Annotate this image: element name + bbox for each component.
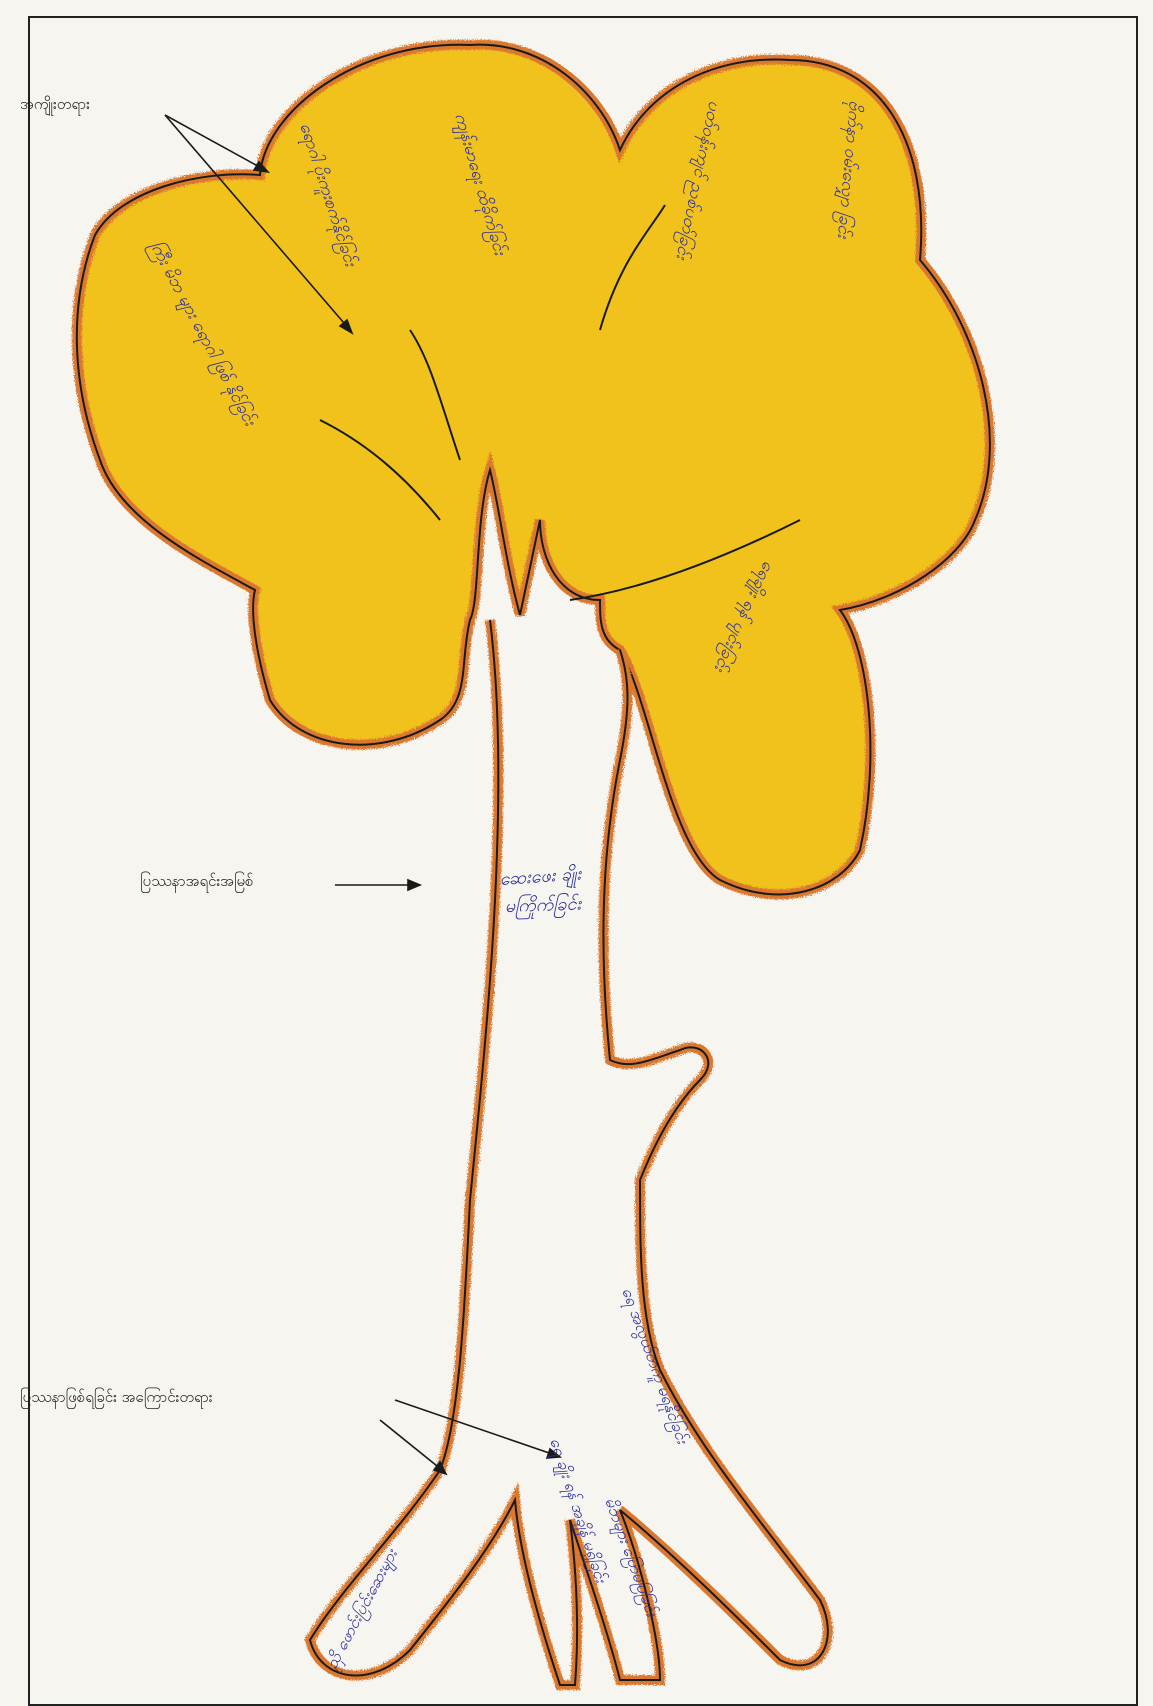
arrow-cause-1 bbox=[380, 1420, 442, 1470]
note-trunk-line2: မကြိုက်ခြင်း bbox=[504, 892, 582, 920]
note-trunk-line1: ဆေးဖေး ချိုး bbox=[499, 863, 583, 893]
note-root-4: ရေ အလွယ်တကူ မရနိုင်ခြင်း bbox=[614, 1285, 692, 1448]
label-consequences: အကျိုးတရား bbox=[20, 95, 90, 117]
label-core-problem: ပြဿနာအရင်းအမြစ် bbox=[140, 872, 253, 894]
arrow-cause-2 bbox=[395, 1400, 555, 1455]
arrow-core-problem-head bbox=[408, 880, 420, 890]
arrow-consequence-1 bbox=[165, 115, 265, 170]
label-causes: ပြဿနာဖြစ်ရခြင်း အကြောင်းတရား bbox=[20, 1388, 213, 1410]
